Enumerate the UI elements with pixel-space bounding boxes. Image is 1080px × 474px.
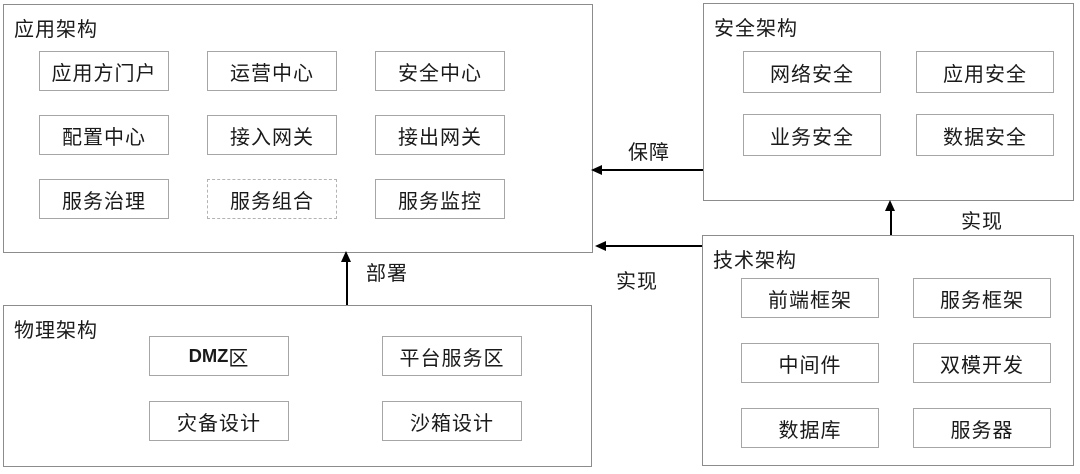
component-box: 中间件: [741, 343, 879, 383]
component-box: 应用方门户: [39, 51, 169, 91]
arrow-left-icon: [595, 241, 606, 251]
component-box: 应用安全: [916, 51, 1054, 93]
component-box: 沙箱设计: [382, 401, 522, 441]
component-box: 服务监控: [375, 179, 505, 219]
component-box: 安全中心: [375, 51, 505, 91]
arrow-deploy-line: [346, 260, 348, 305]
component-box: 数据库: [741, 408, 879, 448]
component-box: 双模开发: [913, 343, 1051, 383]
component-box: 服务框架: [913, 278, 1051, 318]
group-title-security: 安全架构: [714, 18, 798, 40]
component-box: 服务器: [913, 408, 1051, 448]
group-title-technology: 技术架构: [713, 250, 797, 272]
component-box: 网络安全: [743, 51, 881, 93]
group-security-architecture: 安全架构 网络安全应用安全业务安全数据安全: [703, 3, 1074, 201]
arrow-realize-application-line: [605, 245, 702, 247]
arrow-up-icon: [885, 200, 895, 211]
component-box: 业务安全: [743, 114, 881, 156]
arrow-up-icon: [341, 251, 351, 262]
component-box: 灾备设计: [149, 401, 289, 441]
arrow-realize-application-label: 实现: [616, 271, 658, 293]
group-technology-architecture: 技术架构 前端框架服务框架中间件双模开发数据库服务器: [702, 235, 1074, 466]
component-box: 服务治理: [39, 179, 169, 219]
component-box: 接出网关: [375, 115, 505, 155]
application-items: 应用方门户运营中心安全中心配置中心接入网关接出网关服务治理服务组合服务监控: [39, 51, 505, 219]
group-title-physical: 物理架构: [14, 320, 98, 342]
group-title-application: 应用架构: [14, 19, 98, 41]
component-box: 服务组合: [207, 179, 337, 219]
arrow-left-icon: [591, 165, 602, 175]
security-items: 网络安全应用安全业务安全数据安全: [743, 51, 1054, 156]
arrow-realize-security-label: 实现: [961, 211, 1003, 233]
group-application-architecture: 应用架构 应用方门户运营中心安全中心配置中心接入网关接出网关服务治理服务组合服务…: [3, 4, 593, 253]
component-box: 平台服务区: [382, 336, 522, 376]
component-box: 数据安全: [916, 114, 1054, 156]
arrow-guarantee-label: 保障: [628, 142, 670, 164]
technology-items: 前端框架服务框架中间件双模开发数据库服务器: [741, 278, 1051, 448]
arrow-guarantee-line: [601, 169, 703, 171]
arrow-deploy-label: 部署: [366, 263, 408, 285]
component-box: 运营中心: [207, 51, 337, 91]
component-box: 接入网关: [207, 115, 337, 155]
arrow-realize-security-line: [890, 209, 892, 235]
component-box: 配置中心: [39, 115, 169, 155]
component-box: 前端框架: [741, 278, 879, 318]
